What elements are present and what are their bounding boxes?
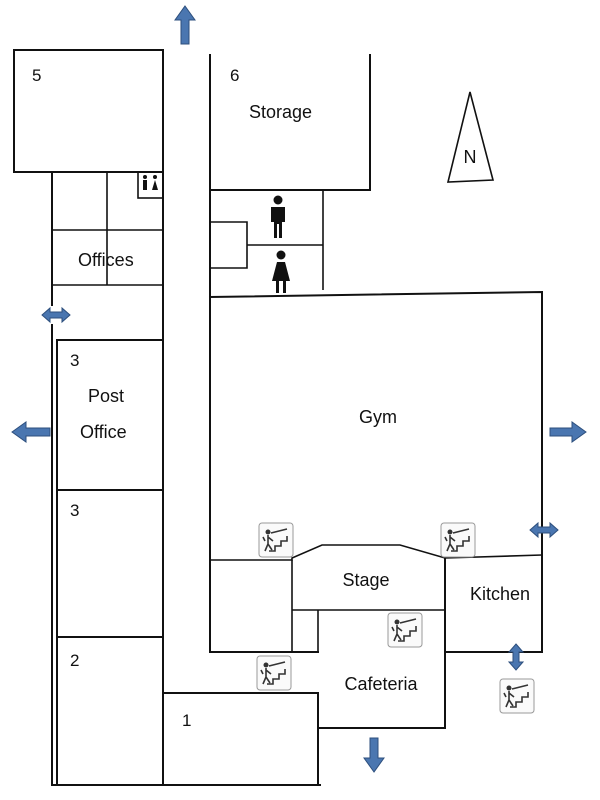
stairs-icon-steps (510, 692, 529, 708)
stairs-icon (258, 522, 294, 558)
post-office-label-line2: Office (80, 422, 127, 442)
stage-label: Stage (342, 570, 389, 590)
stairs-icon-steps (398, 626, 417, 642)
gym-walls (208, 290, 543, 653)
room-1-walls (162, 692, 319, 786)
stairs-icon-head (506, 685, 512, 691)
walls (13, 49, 543, 786)
stairs-icon (256, 655, 292, 691)
stairs-icon-steps (451, 536, 470, 552)
restroom-vestibule (210, 221, 248, 269)
room-5-label: 5 (32, 66, 41, 85)
compass-label: N (464, 147, 477, 167)
labels: 5 6 Storage N Offices 3 Post Office 3 2 … (32, 66, 530, 730)
post-office-label-line1: Post (88, 386, 124, 406)
stairs-icon-figure (391, 618, 417, 642)
stairs-icon-figure (444, 528, 470, 552)
double-arrow-east (529, 521, 559, 539)
compass-triangle (446, 91, 495, 183)
room-3-label: 3 (70, 501, 79, 520)
storage-walls (209, 54, 371, 191)
cafeteria-label: Cafeteria (344, 674, 418, 694)
exit-arrow-west (11, 421, 51, 443)
room-6-label: 6 (230, 66, 239, 85)
exit-arrows (11, 5, 587, 773)
north-compass (446, 91, 495, 183)
storage-label: Storage (249, 102, 312, 122)
stairs-icon-head (447, 529, 453, 535)
stairs-icon-figure (503, 684, 529, 708)
exit-arrow-south (363, 737, 385, 773)
stairs-icon-figure (260, 661, 286, 685)
stairs-icon (387, 612, 423, 648)
kitchen-label: Kitchen (470, 584, 530, 604)
stairs-icon (499, 678, 535, 714)
womens-restroom-icon (272, 250, 290, 293)
mens-restroom-icon (271, 195, 285, 238)
double-arrow-west (41, 306, 71, 324)
exit-arrow-east (549, 421, 587, 443)
restroom-closet (137, 171, 164, 199)
stairs-icon-head (265, 529, 271, 535)
room-2-label: 2 (70, 651, 79, 670)
stairs-icon-steps (267, 669, 286, 685)
stairs-icon-figure (262, 528, 288, 552)
stairs-icon-head (394, 619, 400, 625)
stairs-icon-steps (269, 536, 288, 552)
exit-arrow-north (174, 5, 196, 45)
restroom-icon (143, 175, 158, 190)
post-office-number: 3 (70, 351, 79, 370)
room-1-label: 1 (182, 711, 191, 730)
stairs-icon-head (263, 662, 269, 668)
gym-label: Gym (359, 407, 397, 427)
stairs-icon (440, 522, 476, 558)
offices-label: Offices (78, 250, 134, 270)
double-arrow-kitchen (507, 643, 525, 671)
stair-icons (256, 522, 535, 714)
